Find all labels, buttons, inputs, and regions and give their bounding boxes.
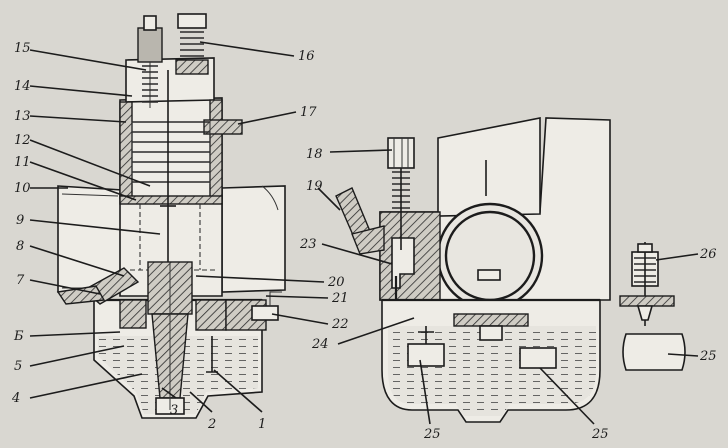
label-8: 8: [16, 239, 24, 254]
label-21: 21: [331, 291, 349, 306]
label-19: 19: [306, 179, 323, 194]
callout-labels: 15 14 13 12 11 10 9 8 7 Б 5 4 3 2 1 16 1…: [11, 41, 717, 442]
label-15: 15: [14, 41, 31, 56]
label-20: 20: [327, 275, 345, 290]
label-4: 4: [11, 391, 20, 406]
carburetor-section-view: [56, 13, 286, 419]
label-18: 18: [306, 147, 323, 162]
throttle-spring: [131, 121, 211, 184]
label-2: 2: [207, 417, 216, 432]
label-26: 26: [699, 247, 717, 262]
label-25-b: 25: [591, 427, 609, 442]
label-23: 23: [299, 237, 317, 252]
label-17: 17: [300, 105, 317, 120]
label-7: 7: [16, 273, 25, 288]
label-1: 1: [258, 417, 266, 432]
air-screw-15: [137, 15, 163, 108]
idle-screw-18: [387, 137, 415, 250]
float-needle-detail-26: [619, 242, 686, 371]
cap-screw-16: [175, 13, 209, 75]
label-25-a: 25: [423, 427, 441, 442]
label-25-c: 25: [699, 349, 717, 364]
label-12: 12: [14, 133, 31, 148]
label-22: 22: [331, 317, 349, 332]
label-5: 5: [14, 359, 22, 374]
label-13: 13: [14, 109, 31, 124]
label-6-b: Б: [13, 329, 24, 344]
label-3: 3: [170, 403, 178, 418]
label-10: 10: [14, 181, 31, 196]
label-9: 9: [16, 213, 24, 228]
label-16: 16: [298, 49, 315, 64]
label-14: 14: [14, 79, 31, 94]
label-11: 11: [14, 155, 31, 170]
label-24: 24: [311, 337, 329, 352]
float-chamber-section-view: [335, 117, 611, 423]
leader-lines: [29, 41, 699, 425]
